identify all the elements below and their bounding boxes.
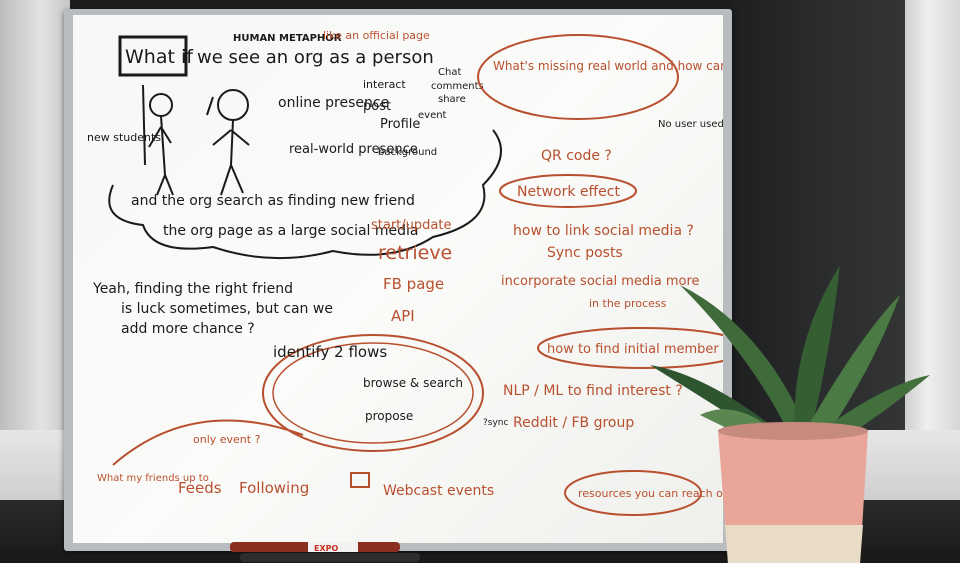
comments-text: comments: [431, 81, 484, 92]
black-marker: [240, 553, 420, 562]
marker-label-text: EXPO: [314, 544, 338, 553]
realworld-presence-text: real-world presence: [289, 142, 418, 157]
window-frame-right: [905, 0, 960, 470]
how-to-link-text: how to link social media ?: [513, 223, 694, 239]
we-see-text: we see an org as a person: [197, 47, 434, 68]
what-if-text: What if: [125, 46, 194, 68]
network-effect-text: Network effect: [517, 184, 620, 200]
yeah-line-3: add more chance ?: [121, 321, 255, 337]
pot-cream-bottom: [725, 525, 863, 563]
resources-text: resources you can reach out: [578, 487, 723, 500]
incorporate-line-1: incorporate social media more: [501, 274, 700, 289]
feeds-text: Feeds: [178, 479, 222, 497]
identify-flows-loop: [262, 334, 484, 452]
identify-text: identify 2 flows: [273, 343, 387, 361]
qr-code-text: QR code ?: [541, 148, 612, 164]
marker-tray: EXPO: [230, 542, 420, 562]
following-text: Following: [239, 479, 309, 497]
feed-arc: [112, 419, 304, 466]
retrieve-text: retrieve: [378, 242, 452, 264]
stick-figures-drawing: [142, 84, 250, 196]
what-if-box: [118, 35, 188, 77]
browse-search-text: browse & search: [363, 376, 463, 390]
chat-text: Chat: [438, 67, 461, 78]
profile-text: Profile: [380, 117, 420, 132]
sync-posts-text: Sync posts: [547, 245, 623, 261]
propose-text: propose: [365, 409, 413, 423]
window-frame-left: [0, 0, 70, 430]
post-text: post: [363, 99, 391, 114]
header-text: HUMAN METAPHOR: [233, 33, 342, 44]
org-search-text: and the org search as finding new friend: [131, 193, 415, 209]
api-text: API: [391, 307, 415, 325]
whiteboard-drawing: HUMAN METAPHOR What if we see an org as …: [87, 29, 723, 516]
resources-oval: [564, 470, 702, 516]
potted-plant: [650, 265, 930, 563]
new-students-text: new students: [87, 131, 161, 144]
start-update-text: start/update: [371, 218, 451, 233]
background-text: background: [378, 147, 437, 158]
no-user-text: No user used it ?: [658, 119, 723, 130]
share-text: share: [438, 94, 466, 105]
org-page-text: the org page as a large social media: [163, 223, 419, 239]
marker-label-band: [308, 542, 358, 552]
whats-missing-circle: [477, 34, 679, 120]
whiteboard: HUMAN METAPHOR What if we see an org as …: [64, 9, 732, 551]
interact-text: interact: [363, 78, 406, 91]
sync-prefix-text: ?sync: [483, 418, 508, 428]
pot-rim: [718, 422, 868, 440]
whats-missing-text: What's missing real world and how can fi…: [493, 59, 723, 73]
identify-flows-loop-inner: [272, 342, 474, 444]
whiteboard-surface: HUMAN METAPHOR What if we see an org as …: [73, 15, 723, 543]
thought-cloud-outline: [108, 129, 502, 260]
reddit-text: Reddit / FB group: [513, 415, 634, 431]
event-text: event: [418, 110, 447, 121]
initial-member-oval: [537, 327, 723, 369]
online-presence-text: online presence: [278, 95, 389, 111]
yeah-line-2: is luck sometimes, but can we: [121, 301, 333, 317]
webcast-screen-icon: [350, 472, 370, 488]
what-friends-text: What my friends up to: [97, 473, 209, 484]
nlp-text: NLP / ML to find interest ?: [503, 383, 683, 399]
like-official-text: like an official page: [323, 29, 430, 42]
incorporate-line-2: in the process: [589, 297, 667, 310]
fb-page-text: FB page: [383, 275, 444, 293]
webcast-text: Webcast events: [383, 483, 494, 499]
yeah-line-1: Yeah, finding the right friend: [92, 281, 293, 297]
network-effect-oval: [499, 174, 637, 208]
only-event-text: only event ?: [193, 433, 261, 446]
initial-member-text: how to find initial member: [547, 342, 719, 357]
